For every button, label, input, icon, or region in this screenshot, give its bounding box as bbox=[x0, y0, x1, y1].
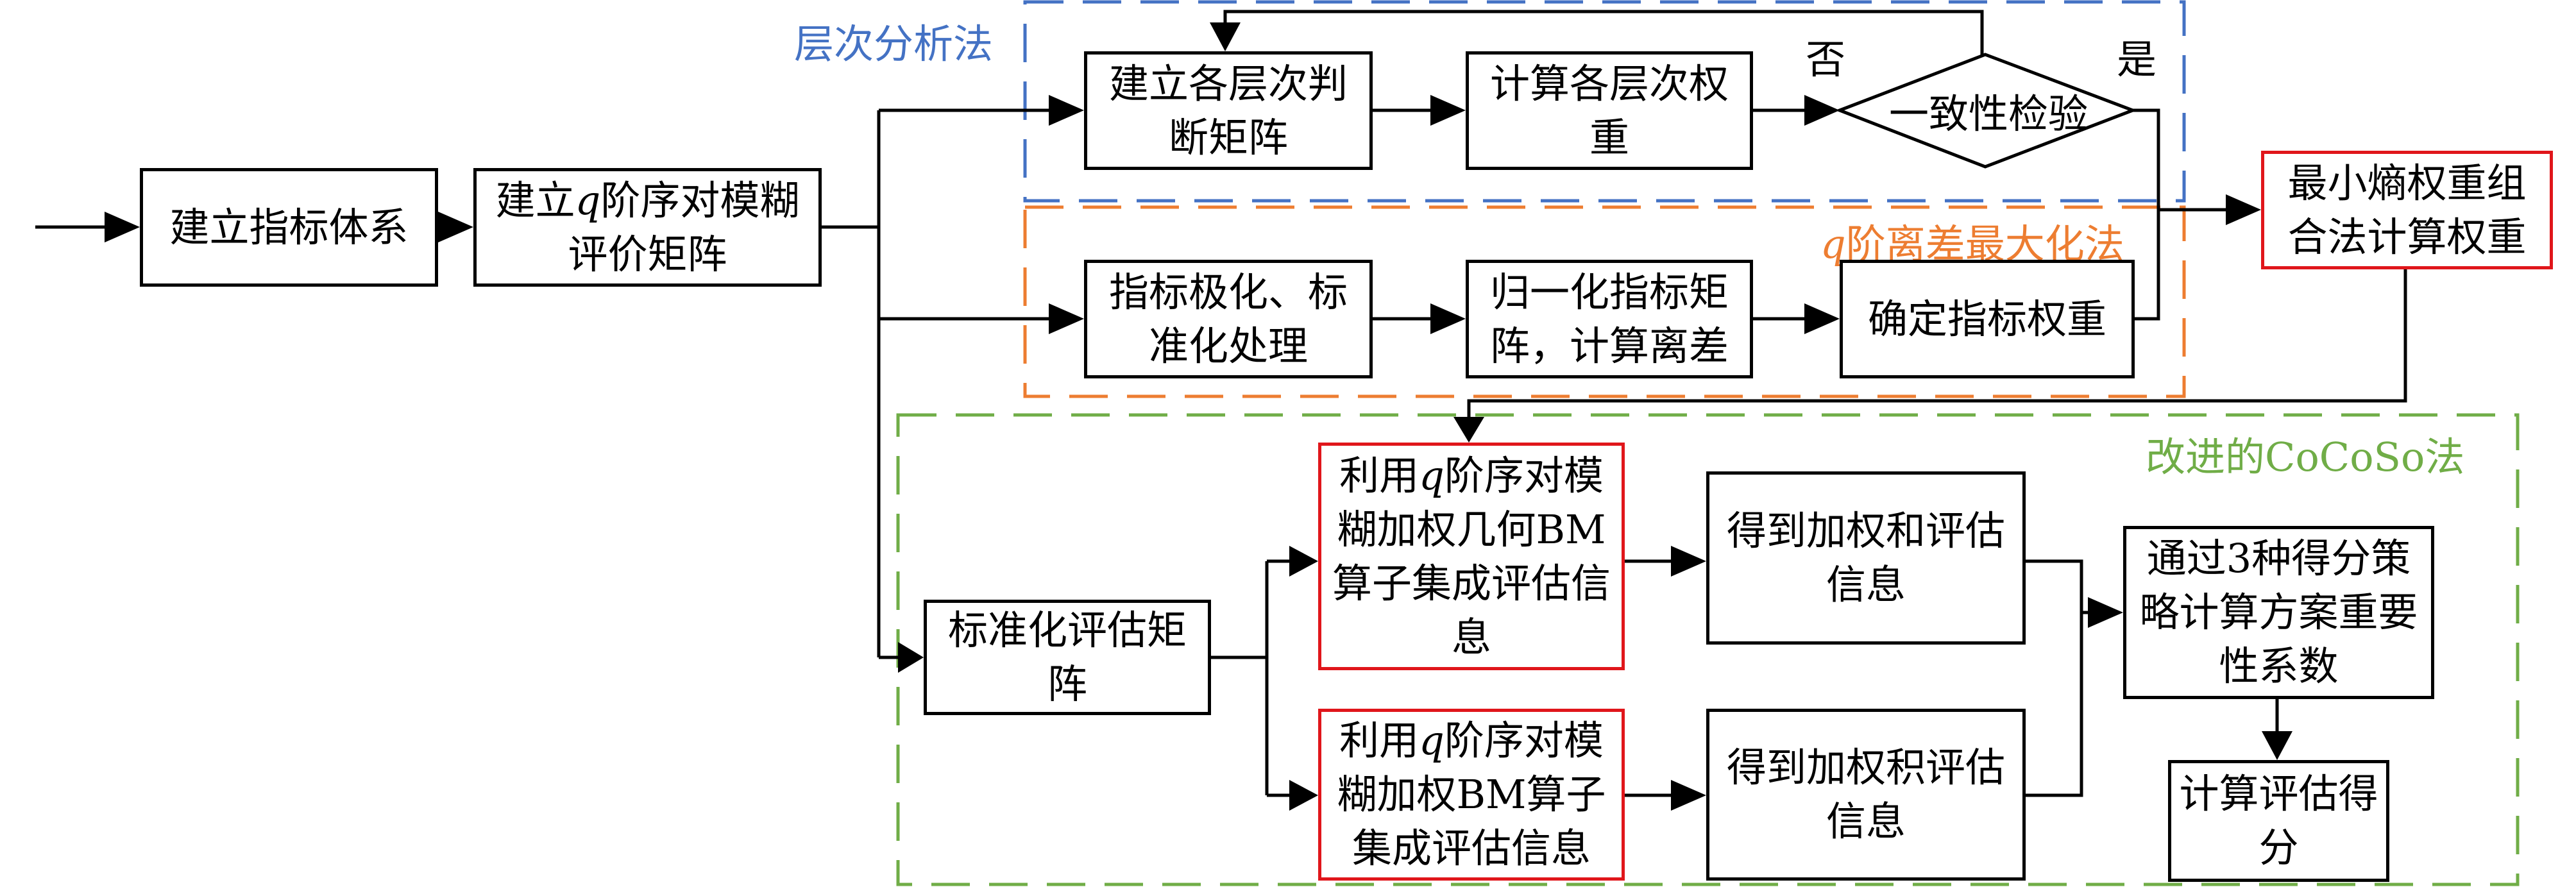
min-entropy-combination-node: 最小熵权重组合法计算权重 bbox=[2261, 151, 2553, 269]
build-index-system-node: 建立指标体系 bbox=[140, 168, 438, 287]
geometric-bm-operator-node: 利用q阶序对模糊加权几何BM算子集成评估信息 bbox=[1318, 443, 1625, 670]
split-to-geobm-arrowhead bbox=[1289, 546, 1318, 577]
final-score-label: 计算评估得分 bbox=[2179, 770, 2378, 871]
bm-to-prod-arrowhead bbox=[1671, 780, 1706, 811]
geometric-bm-operator-label: 利用q阶序对模糊加权几何BM算子集成评估信息 bbox=[1328, 449, 1615, 664]
normalize-deviation-label: 归一化指标矩阵，计算离差 bbox=[1489, 268, 1729, 369]
build-evaluation-matrix-node: 建立q阶序对模糊评价矩阵 bbox=[473, 168, 822, 287]
polarize-to-normalize-arrowhead bbox=[1430, 303, 1466, 334]
qdev-q-variable: q bbox=[1820, 221, 1846, 267]
bm-prefix: 利用 bbox=[1339, 717, 1419, 764]
final-score-node: 计算评估得分 bbox=[2168, 760, 2389, 882]
build-index-system-label: 建立指标体系 bbox=[169, 203, 409, 251]
consistency-no-loop bbox=[1223, 10, 1984, 71]
weighted-sum-node: 得到加权和评估信息 bbox=[1706, 471, 2026, 645]
normalize-to-determine-arrowhead bbox=[1804, 303, 1840, 334]
bm-operator-label: 利用q阶序对模糊加权BM算子集成评估信息 bbox=[1328, 714, 1615, 875]
min-entropy-combination-label: 最小熵权重组合法计算权重 bbox=[2287, 159, 2527, 260]
trunk-to-polarize-arrowhead bbox=[1049, 303, 1084, 334]
qdev-group-label-text: 阶离差最大化法 bbox=[1845, 221, 2124, 267]
standardized-eval-matrix-node: 标准化评估矩阵 bbox=[924, 600, 1211, 715]
bm-suffix: 阶序对模糊加权BM算子集成评估信息 bbox=[1337, 717, 1606, 872]
standardized-eval-matrix-label: 标准化评估矩阵 bbox=[947, 607, 1187, 707]
split-to-bm-arrowhead bbox=[1289, 780, 1318, 811]
qdev-group-frame bbox=[1023, 205, 2186, 398]
minentropy-to-geobm-arrowhead bbox=[1453, 417, 1484, 443]
build-matrix-q-variable: q bbox=[575, 176, 601, 224]
geo-bm-prefix: 利用 bbox=[1339, 452, 1419, 499]
build-matrix-suffix: 阶序对模糊评价矩阵 bbox=[568, 176, 800, 278]
importance-coefficient-node: 通过3种得分策略计算方案重要性系数 bbox=[2123, 526, 2434, 699]
consistency-yes-line bbox=[2133, 108, 2160, 210]
minentropy-to-geobm-line bbox=[1467, 269, 2407, 420]
weighted-product-node: 得到加权积评估信息 bbox=[1706, 709, 2026, 881]
trunk-to-stdeval-arrowhead bbox=[898, 642, 924, 673]
weighted-product-label: 得到加权积评估信息 bbox=[1726, 744, 2005, 845]
layerweight-to-consistency-arrowhead bbox=[1804, 95, 1840, 126]
polarize-standardize-node: 指标极化、标准化处理 bbox=[1084, 260, 1373, 378]
input-arrowhead bbox=[105, 212, 140, 242]
consistency-no-arrowhead bbox=[1210, 22, 1241, 51]
normalize-deviation-node: 归一化指标矩阵，计算离差 bbox=[1466, 260, 1753, 378]
index-to-matrix-arrowhead bbox=[438, 212, 473, 242]
ahp-group-label: 层次分析法 bbox=[794, 21, 994, 67]
no-label: 否 bbox=[1806, 36, 1846, 83]
consistency-diamond bbox=[1835, 53, 2138, 169]
bm-q-variable: q bbox=[1419, 717, 1445, 764]
geo-bm-suffix: 阶序对模糊加权几何BM算子集成评估信息 bbox=[1332, 452, 1611, 661]
layer-weight-label: 计算各层次权重 bbox=[1489, 60, 1729, 161]
judge-to-layerweight-arrowhead bbox=[1430, 95, 1466, 126]
consistency-check-label: 一致性检验 bbox=[1888, 90, 2088, 137]
cocoso-group-label: 改进的CoCoSo法 bbox=[2146, 434, 2465, 480]
bm-operator-node: 利用q阶序对模糊加权BM算子集成评估信息 bbox=[1318, 709, 1625, 881]
sum-to-merge-line bbox=[2024, 559, 2083, 797]
polarize-standardize-label: 指标极化、标准化处理 bbox=[1108, 268, 1348, 369]
yes-label: 是 bbox=[2117, 36, 2157, 83]
scores-to-final-arrowhead bbox=[2262, 731, 2292, 760]
judgment-matrix-label: 建立各层次判断矩阵 bbox=[1108, 60, 1348, 161]
build-matrix-prefix: 建立 bbox=[495, 176, 575, 224]
determine-weight-node: 确定指标权重 bbox=[1840, 260, 2135, 378]
build-evaluation-matrix-label: 建立q阶序对模糊评价矩阵 bbox=[483, 174, 812, 282]
determine-to-merge-line bbox=[2133, 210, 2160, 321]
weighted-sum-label: 得到加权和评估信息 bbox=[1726, 507, 2005, 608]
determine-weight-label: 确定指标权重 bbox=[1867, 295, 2106, 342]
merge-to-minentropy-arrowhead bbox=[2226, 194, 2261, 225]
trunk-to-judge-arrowhead bbox=[1049, 95, 1084, 126]
importance-coefficient-label: 通过3种得分策略计算方案重要性系数 bbox=[2139, 535, 2418, 689]
ahp-group-frame bbox=[1023, 0, 2186, 203]
qdev-group-label: q阶离差最大化法 bbox=[1820, 212, 2124, 269]
geo-bm-q-variable: q bbox=[1419, 452, 1445, 499]
merge-to-scores-arrowhead bbox=[2088, 597, 2123, 628]
judgment-matrix-node: 建立各层次判断矩阵 bbox=[1084, 51, 1373, 170]
layer-weight-node: 计算各层次权重 bbox=[1466, 51, 1753, 170]
geobm-to-sum-arrowhead bbox=[1671, 546, 1706, 577]
